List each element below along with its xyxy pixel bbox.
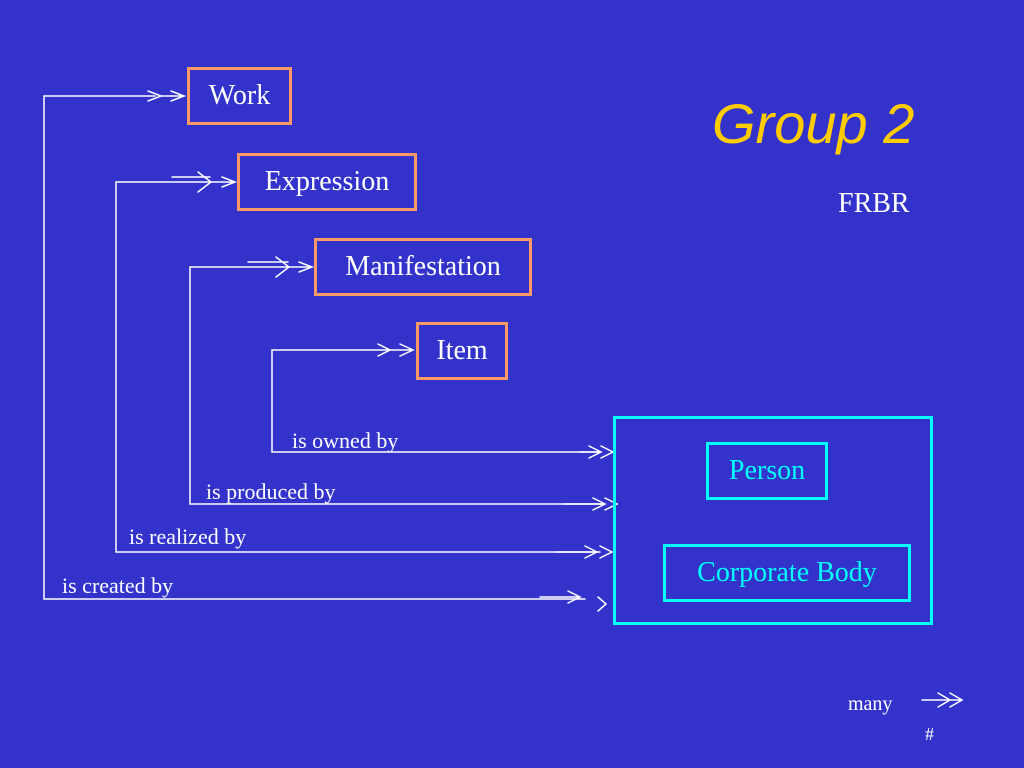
group2-container [613, 416, 933, 625]
slide-subtitle: FRBR [838, 188, 910, 219]
created-arrow-right [539, 590, 582, 604]
legend-double-arrow [921, 692, 964, 708]
produced-connector [189, 266, 605, 505]
produced-label: is produced by [206, 479, 336, 504]
owned-arrow-right [579, 445, 615, 459]
realized-arrow-left [171, 171, 238, 193]
page-number: # [925, 724, 934, 744]
realized-arrow-right [555, 545, 614, 559]
slide-title: Group 2 [712, 92, 915, 155]
person-box: Person [706, 442, 828, 500]
produced-arrow-left [247, 256, 315, 278]
created-arrow-end [597, 596, 608, 612]
realized-connector [115, 181, 601, 553]
legend-label: many [848, 693, 893, 715]
expression-box: Expression [237, 153, 417, 211]
corporate-body-box: Corporate Body [663, 544, 911, 602]
owned-label: is owned by [292, 428, 399, 453]
owned-arrow-left [377, 343, 415, 357]
owned-connector [271, 349, 601, 453]
created-label: is created by [62, 573, 174, 598]
manifestation-box: Manifestation [314, 238, 532, 296]
created-connector [43, 95, 586, 600]
item-box: Item [416, 322, 508, 380]
realized-label: is realized by [129, 524, 247, 549]
created-arrow-left [147, 90, 187, 102]
produced-arrow-right [563, 497, 619, 511]
work-box: Work [187, 67, 292, 125]
